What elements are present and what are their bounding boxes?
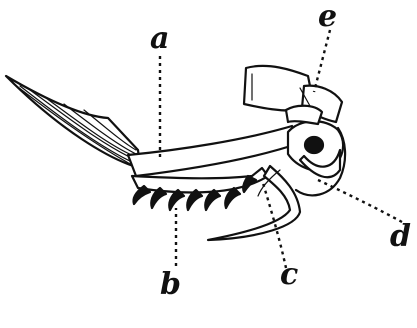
coxa-block <box>244 66 342 124</box>
label-a: a <box>150 21 169 56</box>
leader-e <box>314 30 330 92</box>
femur-head <box>288 121 345 195</box>
label-e: e <box>318 0 337 34</box>
leader-d <box>318 180 402 222</box>
label-c: c <box>280 257 298 292</box>
label-b: b <box>160 267 181 302</box>
distal-blade <box>6 76 140 168</box>
label-d: d <box>390 219 411 254</box>
